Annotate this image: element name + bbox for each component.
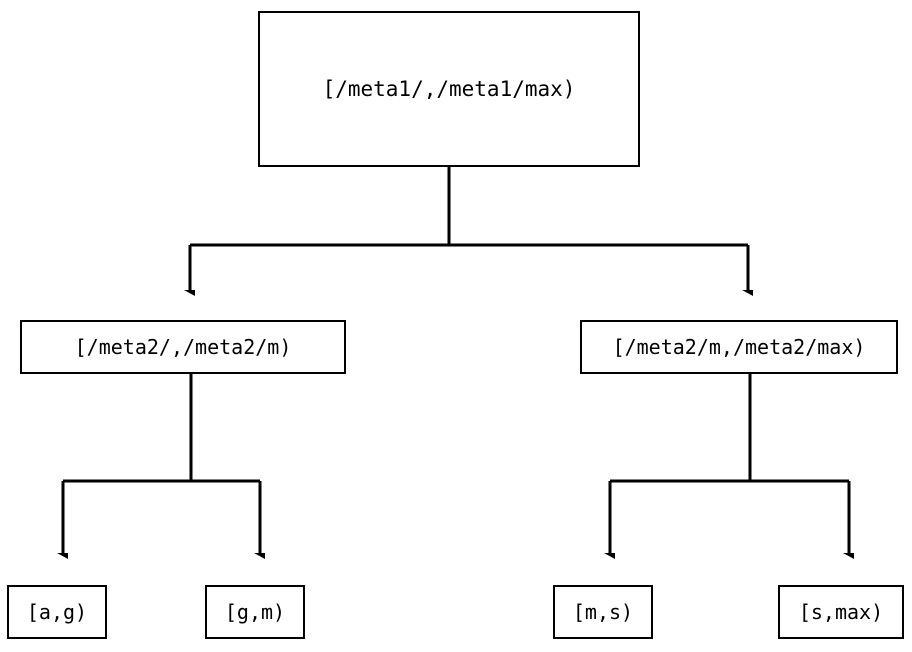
node-leaf-4[interactable]: [s,max) <box>778 585 904 639</box>
node-mid-right[interactable]: [/meta2/m,/meta2/max) <box>580 320 898 374</box>
edge-midright-to-leaves-group <box>610 374 849 554</box>
edge-root-to-mid-group <box>190 167 748 291</box>
node-root[interactable]: [/meta1/,/meta1/max) <box>258 11 640 167</box>
node-leaf-1[interactable]: [a,g) <box>7 585 107 639</box>
node-mid-left[interactable]: [/meta2/,/meta2/m) <box>20 320 346 374</box>
node-leaf-2[interactable]: [g,m) <box>205 585 305 639</box>
node-leaf-3[interactable]: [m,s) <box>553 585 653 639</box>
edge-midleft-to-leaves-group <box>63 374 260 554</box>
